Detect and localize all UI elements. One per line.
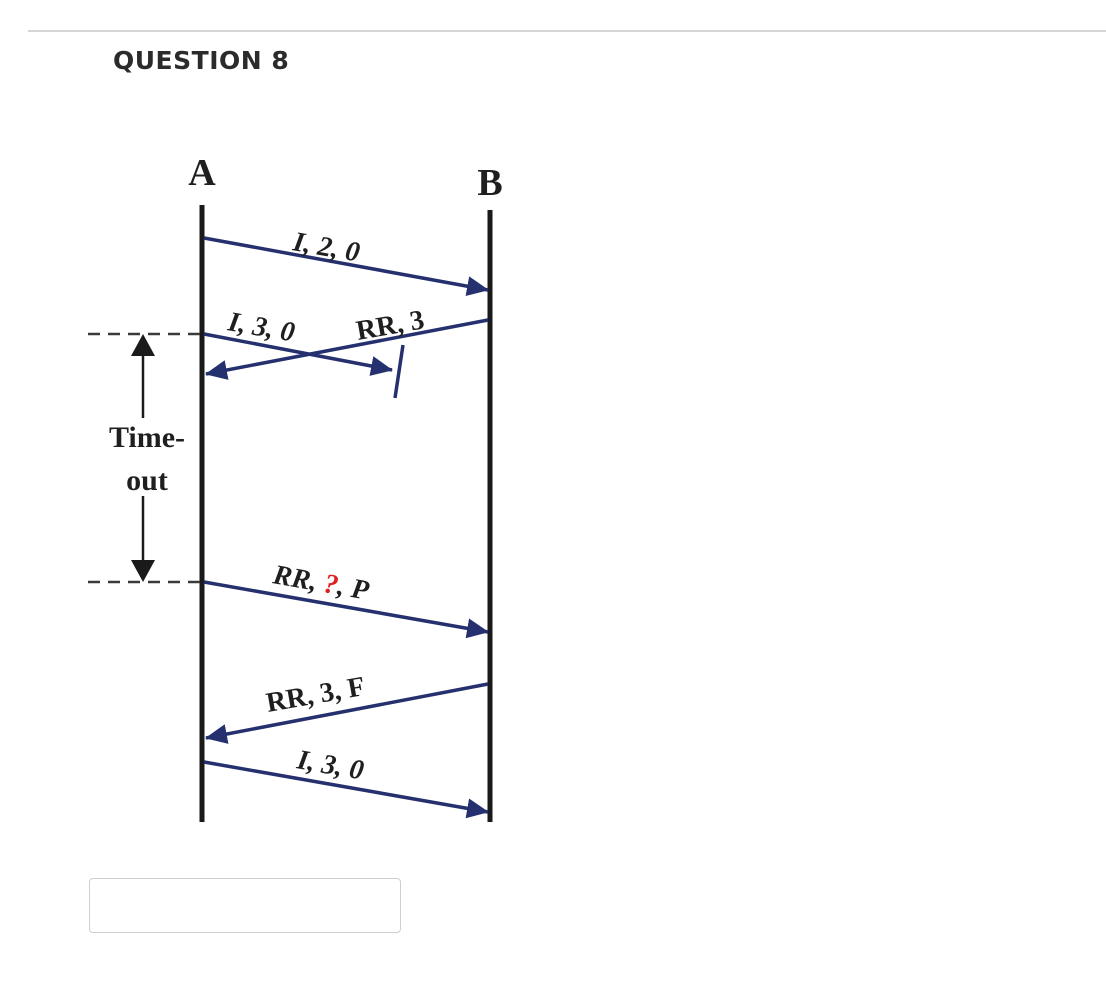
frame-arrow-rr-3 <box>205 318 489 380</box>
frame-arrow-i-3-0-retransmit <box>203 760 489 819</box>
frame-label-rr-3: RR, 3 <box>354 304 427 346</box>
frame-label-p-suffix: , P <box>334 571 372 607</box>
question-title: QUESTION 8 <box>113 46 290 75</box>
frame-label-i-3-0: I, 3, 0 <box>225 306 297 348</box>
frame-arrow-rr-3-f <box>205 682 489 744</box>
timeout-label-line2: out <box>126 464 168 497</box>
answer-input[interactable] <box>89 878 401 933</box>
frame-label-i-2-0: I, 2, 0 <box>290 226 362 268</box>
unknown-sequence-mark: ? <box>321 568 340 601</box>
frame-lost-marker <box>393 344 405 399</box>
frame-arrow-i-2-0 <box>203 236 489 297</box>
frame-arrow-i-3-0-lost <box>203 332 393 376</box>
frame-label-rr-unknown-p: RR, ?, P <box>270 559 372 607</box>
station-b-label: B <box>477 162 502 204</box>
frame-label-rr-prefix: RR, <box>270 559 327 599</box>
timeout-double-arrow <box>131 334 155 582</box>
top-divider <box>28 30 1106 32</box>
timeout-label-line1: Time- <box>109 421 185 454</box>
frame-arrow-rr-unknown-p <box>203 580 489 639</box>
station-a-label: A <box>188 152 216 194</box>
